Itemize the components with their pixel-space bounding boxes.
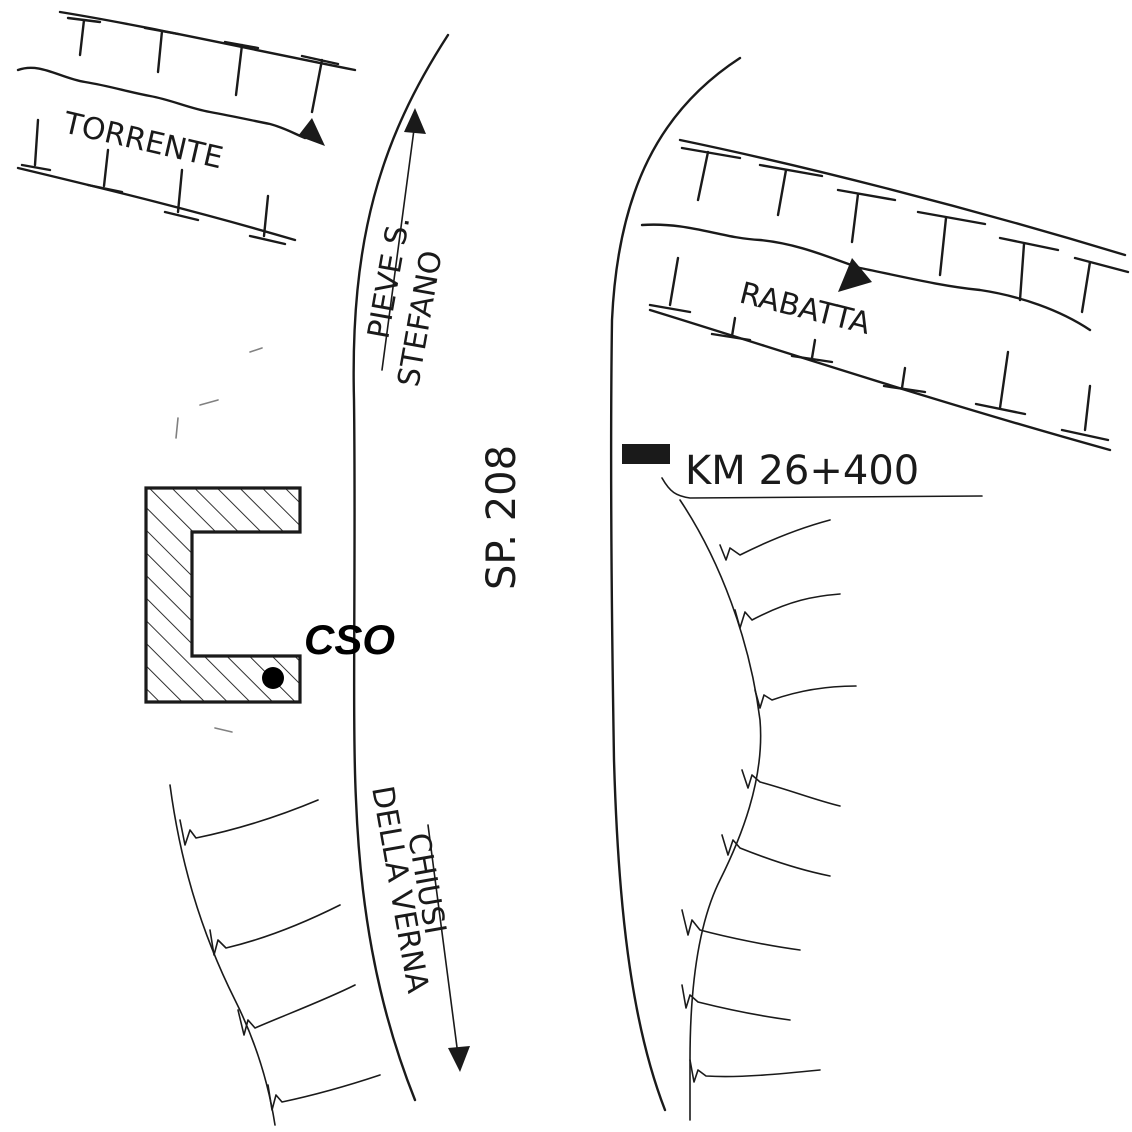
- pieve-arrow-icon: [404, 108, 426, 134]
- km-post-icon: [622, 444, 670, 464]
- cso-label: CSO: [304, 616, 395, 663]
- chiusi-arrow-line: [427, 824, 459, 1056]
- station-dot-icon: [262, 667, 284, 689]
- direction-chiusi-della-verna: CHIUSI DELLA VERNA: [364, 783, 470, 1072]
- km-leader-line: [661, 477, 983, 499]
- rabatta-bank-bottom: [648, 308, 1112, 452]
- road-label: SP. 208: [479, 445, 525, 590]
- torrente-bank-bottom: [16, 166, 297, 242]
- torrente-bottom-ticks: [20, 118, 287, 246]
- road-left-edge: [352, 33, 450, 1102]
- road-right-edge: [609, 56, 742, 1112]
- rabatta-bottom-ticks: [648, 256, 1110, 442]
- torrente-water-line: [16, 66, 307, 140]
- chiusi-arrow-icon: [448, 1046, 470, 1072]
- rabatta-stream: RABATTA: [640, 138, 1130, 452]
- pencil-marks: [175, 347, 263, 733]
- rabatta-bank-top: [678, 138, 1127, 257]
- km-label: KM 26+400: [685, 448, 919, 494]
- torrente-label: TORRENTE: [59, 105, 226, 176]
- left-embankment: [169, 784, 381, 1126]
- building: CSO: [144, 486, 395, 704]
- torrente-top-ticks: [66, 16, 340, 114]
- hatched-building-icon: [144, 486, 302, 704]
- torrente-bank-top: [58, 10, 357, 72]
- pieve-arrow-line: [381, 121, 416, 371]
- rabatta-flow-arrow-icon: [838, 258, 872, 292]
- km-marker: KM 26+400: [622, 444, 983, 499]
- road-sp208: SP. 208: [352, 33, 742, 1112]
- right-embankment: [679, 499, 857, 1121]
- torrente-flow-arrow-icon: [298, 118, 325, 146]
- direction-pieve-santo-stefano: PIEVE S. STEFANO: [361, 108, 450, 389]
- rabatta-top-ticks: [680, 146, 1130, 314]
- torrente-stream: TORRENTE: [16, 10, 357, 246]
